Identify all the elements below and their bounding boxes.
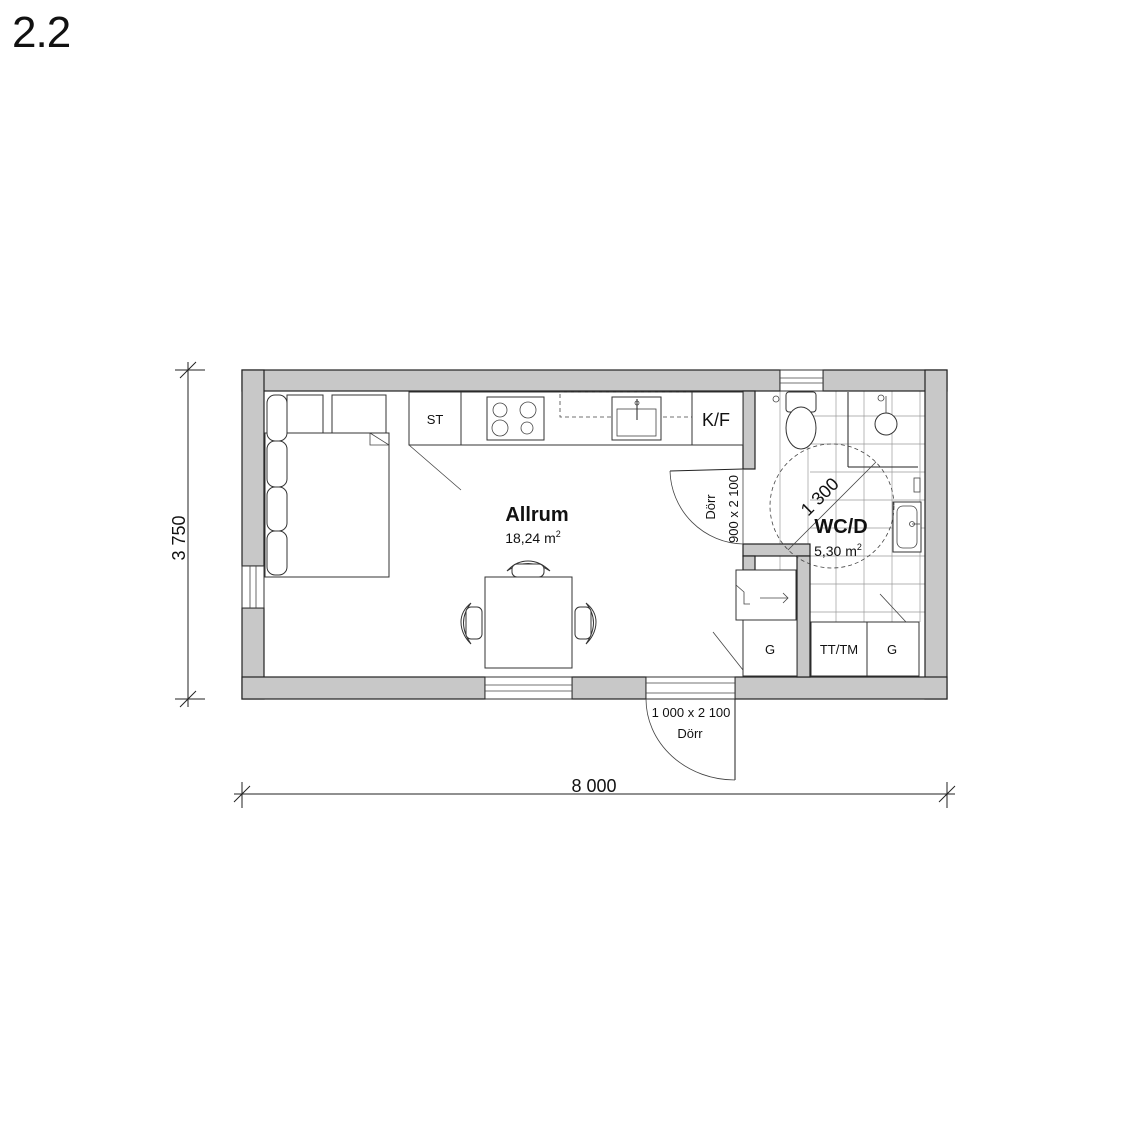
wall-int-vertical	[796, 555, 811, 678]
wall-right	[924, 369, 948, 700]
dimension-width: 8 000	[233, 776, 956, 808]
bed	[264, 394, 390, 578]
fridge-label: K/F	[702, 410, 730, 430]
bathroom: TT/TM G 1 300	[769, 391, 922, 677]
chair-top	[506, 560, 551, 578]
width-dimension-label: 8 000	[571, 776, 616, 796]
window-top	[779, 369, 824, 392]
wall-bottom-b	[571, 676, 647, 700]
window-bottom	[484, 676, 573, 700]
wall-bottom-c	[734, 676, 948, 700]
room-labels: Allrum 18,24 m2 WC/D 5,30 m2	[505, 504, 867, 559]
depth-dimension-label: 3 750	[169, 515, 189, 560]
dimension-depth: 3 750	[169, 361, 205, 708]
entrance-door-size: 1 000 x 2 100	[652, 705, 731, 720]
windows	[241, 369, 824, 700]
chair-right	[574, 602, 597, 645]
stove-cabinet-label: ST	[427, 412, 444, 427]
door-labels: Dörr 900 x 2 100 1 000 x 2 100 Dörr	[652, 475, 741, 741]
plan-title: 2.2	[12, 8, 71, 57]
wardrobe-1-label: G	[765, 642, 775, 657]
bathroom-door	[669, 468, 744, 545]
toilet	[785, 391, 817, 450]
room-name-bath: WC/D	[814, 516, 867, 538]
wardrobe-2	[866, 621, 920, 677]
wall-int-mid	[742, 543, 811, 557]
hall-storage: G	[712, 569, 798, 677]
dining-table	[484, 576, 573, 669]
wall-bottom-a	[241, 676, 486, 700]
fridge	[691, 391, 744, 446]
room-area-living: 18,24 m2	[505, 529, 561, 546]
room-name-living: Allrum	[505, 504, 568, 526]
entrance-door	[645, 676, 736, 781]
window-left	[241, 565, 265, 609]
wardrobe-2-label: G	[887, 642, 897, 657]
stove-cabinet	[408, 391, 462, 446]
hob	[486, 396, 545, 441]
wall-int-upper	[742, 390, 756, 470]
kitchen: ST K/F	[408, 391, 744, 491]
washbasin	[892, 477, 922, 553]
inner-door-size: 900 x 2 100	[726, 475, 741, 543]
wall-int-stub	[742, 555, 756, 571]
wall-left-upper	[241, 369, 265, 567]
inner-door-label: Dörr	[703, 494, 718, 520]
wall-top-left	[241, 369, 781, 392]
walls	[241, 369, 948, 700]
dining-set	[460, 560, 597, 669]
sofa-cushions	[266, 394, 288, 576]
laundry-label: TT/TM	[820, 642, 858, 657]
chair-left	[460, 602, 483, 645]
wardrobe-1	[742, 619, 798, 677]
shower	[847, 392, 918, 468]
room-area-bath: 5,30 m2	[814, 542, 862, 559]
entrance-door-label: Dörr	[677, 726, 703, 741]
